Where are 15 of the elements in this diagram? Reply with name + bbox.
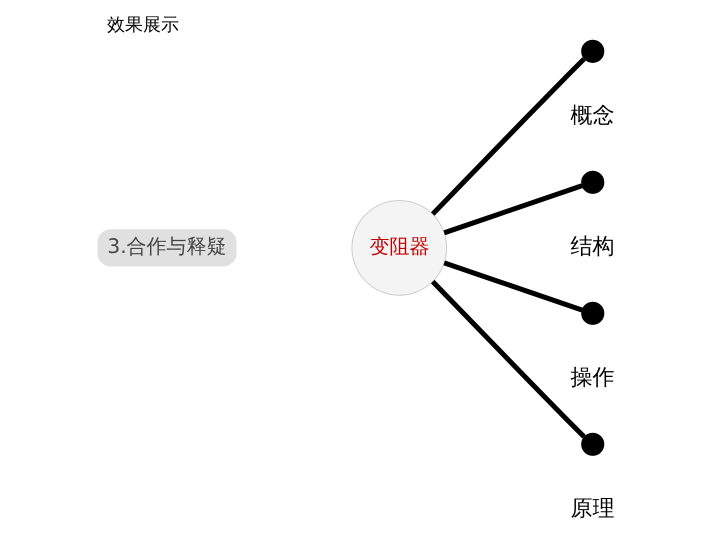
connector	[430, 57, 586, 216]
connector	[442, 183, 582, 236]
node-label: 概念	[570, 102, 614, 128]
diagram-title: 效果展示	[106, 14, 178, 36]
node-circle	[580, 302, 604, 325]
node-circle	[580, 40, 604, 63]
node-label: 原理	[570, 495, 614, 522]
node-circle	[580, 432, 604, 456]
node-circle: 变阻器	[350, 200, 447, 296]
connector	[442, 260, 582, 312]
node-label: 操作	[570, 364, 614, 390]
node-label: 结构	[570, 233, 614, 260]
connector	[430, 280, 586, 438]
label: 3.合作与释疑	[106, 234, 226, 258]
node-circle	[580, 170, 604, 194]
